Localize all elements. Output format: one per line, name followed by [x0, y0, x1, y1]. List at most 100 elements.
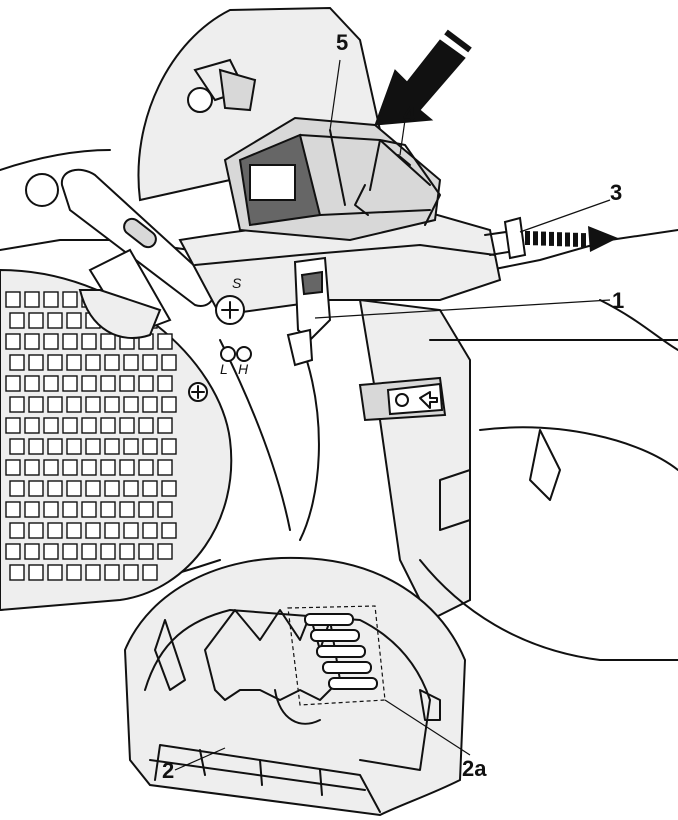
grille-cell — [28, 438, 44, 455]
grille-cell — [24, 291, 40, 308]
grille-cell — [5, 333, 21, 350]
grille-cell — [9, 438, 25, 455]
grille-cell — [43, 543, 59, 560]
grille-cell — [43, 417, 59, 434]
grille-cell — [104, 438, 120, 455]
grille-cell — [66, 522, 82, 539]
callout-5: 5 — [336, 30, 348, 55]
grille-cell — [5, 291, 21, 308]
grille-cell — [104, 480, 120, 497]
grille-cell — [119, 459, 135, 476]
grille-cell — [24, 333, 40, 350]
grille-cell — [138, 501, 154, 518]
grille-cell — [119, 543, 135, 560]
grille-cell — [104, 564, 120, 581]
vent-slot — [316, 645, 366, 658]
arrow-dash-segment — [581, 233, 586, 248]
grille-cell — [161, 522, 177, 539]
grille-cell — [157, 543, 173, 560]
vent-slot — [310, 629, 360, 642]
air-intake-grille — [0, 268, 233, 612]
grille-cell — [100, 417, 116, 434]
grille-cell — [142, 480, 158, 497]
grille-cell — [81, 417, 97, 434]
grille-cell — [85, 396, 101, 413]
marking-h: H — [238, 361, 249, 377]
grille-cell — [62, 417, 78, 434]
air-filter-cover — [123, 556, 467, 817]
grille-cell — [5, 501, 21, 518]
grille-cell — [157, 501, 173, 518]
grille-cell — [9, 396, 25, 413]
grille-cell — [5, 459, 21, 476]
grille-cell — [85, 564, 101, 581]
grille-cell — [28, 312, 44, 329]
grille-cell — [9, 522, 25, 539]
grille-cell — [100, 501, 116, 518]
grille-cell — [157, 333, 173, 350]
grille-cell — [5, 375, 21, 392]
grille-cell — [24, 543, 40, 560]
grille-cell — [85, 480, 101, 497]
grille-cell — [66, 312, 82, 329]
grille-cell — [123, 522, 139, 539]
grille-cell — [62, 459, 78, 476]
grille-cell — [43, 375, 59, 392]
arrow-dash-segment — [549, 231, 554, 246]
grille-cell — [28, 354, 44, 371]
grille-cell — [100, 333, 116, 350]
air-filter — [223, 116, 442, 242]
grille-cell — [142, 438, 158, 455]
grille-cell — [142, 354, 158, 371]
grille-cell — [138, 543, 154, 560]
grille-cell — [47, 396, 63, 413]
callout-leader-lines — [174, 59, 611, 771]
grille-cell — [138, 459, 154, 476]
grille-cell — [43, 333, 59, 350]
grille-cell — [100, 375, 116, 392]
grille-cell — [24, 375, 40, 392]
grille-cell — [28, 480, 44, 497]
grille-cell — [123, 480, 139, 497]
grille-cell — [85, 522, 101, 539]
press-direction-arrow — [374, 29, 472, 126]
grille-cell — [157, 417, 173, 434]
grille-cell — [161, 354, 177, 371]
arrow-dash-segment — [541, 231, 546, 246]
grille-cell — [28, 522, 44, 539]
pull-direction-arrow — [525, 226, 618, 252]
grille-cell — [157, 459, 173, 476]
adjustment-knob — [25, 58, 257, 207]
arrow-dash-segment — [557, 232, 562, 247]
grille-cell — [28, 396, 44, 413]
grille-cell — [123, 396, 139, 413]
arrow-dash-segment — [533, 231, 538, 246]
grille-cell — [43, 291, 59, 308]
grille-cell — [9, 480, 25, 497]
grille-cell — [47, 522, 63, 539]
grille-cell — [119, 501, 135, 518]
grille-cell — [47, 480, 63, 497]
grille-cell — [142, 396, 158, 413]
filter-housing-ring — [178, 208, 502, 402]
wire-retaining-clip — [354, 139, 441, 226]
grille-cell — [24, 501, 40, 518]
grille-cell — [81, 543, 97, 560]
grille-cell — [5, 417, 21, 434]
grille-cell — [24, 459, 40, 476]
grille-cell — [43, 501, 59, 518]
callout-2a: 2a — [462, 756, 487, 781]
grille-cell — [123, 438, 139, 455]
vent-slot — [304, 613, 354, 626]
grille-cell — [104, 354, 120, 371]
cover-latch — [286, 256, 332, 367]
connector-plug — [484, 216, 527, 260]
grille-cell — [85, 354, 101, 371]
callout-2: 2 — [162, 758, 174, 783]
t-handle — [60, 168, 215, 339]
grille-cell — [81, 375, 97, 392]
grille-cell — [66, 480, 82, 497]
marking-l: L — [220, 361, 228, 377]
arrow-dash-segment — [565, 232, 570, 247]
grille-cell — [161, 480, 177, 497]
